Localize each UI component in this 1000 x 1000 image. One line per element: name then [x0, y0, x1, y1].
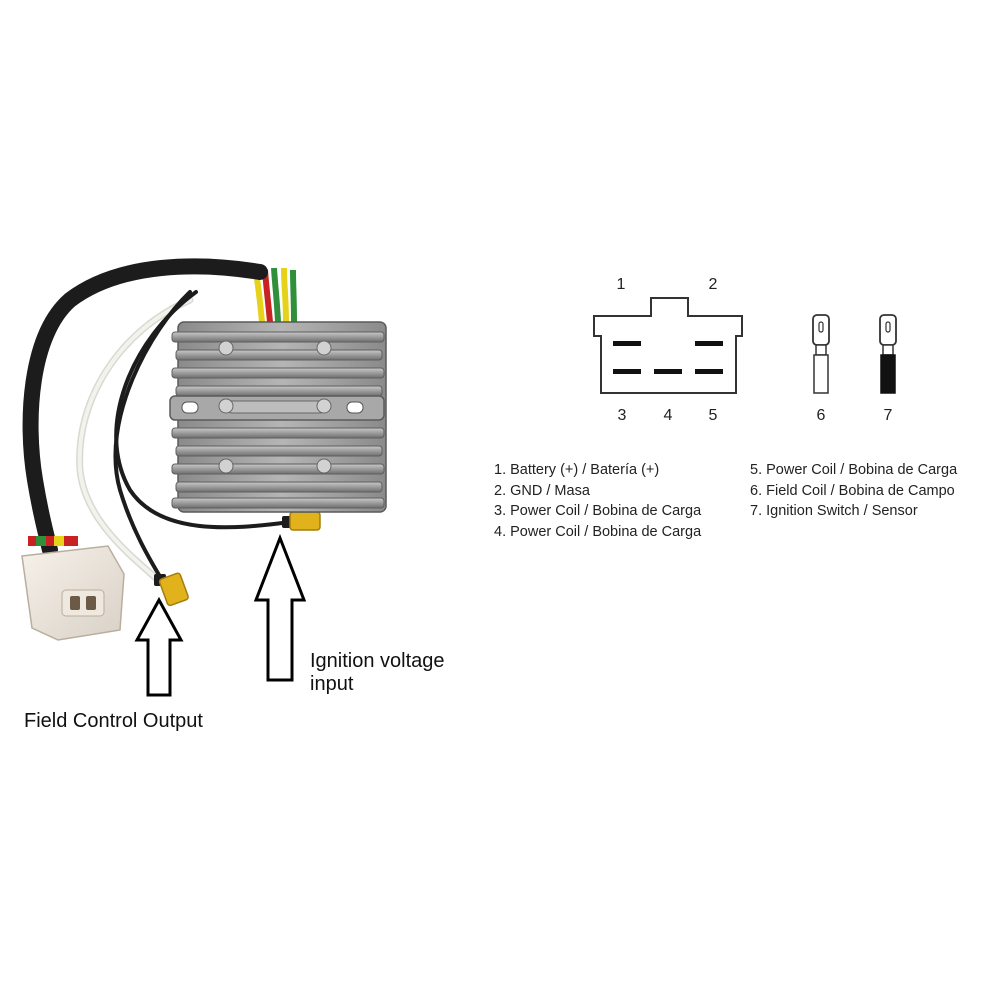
pin-label-2: 2 [709, 276, 718, 293]
heatsink-fin [171, 367, 385, 379]
heatsink-fin [171, 463, 385, 475]
heatsink-fin [175, 445, 383, 457]
legend-item-3: 3. Power Coil / Bobina de Carga [494, 503, 702, 519]
arrow-ignition [253, 533, 307, 682]
black-wire-ignition [114, 290, 292, 530]
regulator-unit [21, 258, 387, 641]
caption-ignition-voltage-input: Ignition voltage input [310, 650, 445, 696]
legend-left: 1. Battery (+) / Batería (+) 2. GND / Ma… [494, 460, 701, 542]
pin-3-slot [613, 369, 641, 374]
heatsink-fin [175, 385, 383, 397]
heatsink-fin [175, 349, 383, 361]
caption-ignition-line-1: Ignition voltage [310, 650, 445, 672]
main-cable [22, 258, 268, 558]
field-terminal [154, 572, 189, 607]
legend-item-2: 2. GND / Masa [494, 482, 590, 499]
pin-5-slot [695, 369, 723, 374]
heatsink-fin [171, 497, 385, 509]
legend-item-7: 7. Ignition Switch / Sensor [750, 503, 918, 519]
pin-label-3: 3 [618, 407, 627, 424]
heatsink-fin [171, 331, 385, 343]
legend-item-6: 6. Field Coil / Bobina de Campo [750, 482, 955, 499]
spade-terminal-7: 7 [879, 314, 897, 424]
pin-label-4: 4 [664, 407, 673, 424]
heatsink [169, 321, 387, 513]
arrow-field-control [134, 596, 184, 697]
ignition-terminal [282, 511, 321, 531]
pin-label-1: 1 [617, 276, 626, 293]
spade-terminal-6: 6 [812, 314, 830, 424]
caption-ignition-line-2: input [310, 673, 354, 695]
legend-item-1: 1. Battery (+) / Batería (+) [494, 462, 660, 478]
legend-item-5: 5. Power Coil / Bobina de Carga [750, 462, 958, 478]
heatsink-fin [171, 427, 385, 439]
pin-4-slot [654, 369, 682, 374]
pin-2-slot [695, 341, 723, 346]
legend-right: 5. Power Coil / Bobina de Carga 6. Field… [750, 460, 957, 522]
legend-item-4: 4. Power Coil / Bobina de Carga [494, 523, 702, 540]
pin-label-5: 5 [709, 407, 718, 424]
connector-pinout: 1 2 3 4 5 [593, 276, 743, 424]
pin-1-slot [613, 341, 641, 346]
terminal-label-7: 7 [884, 407, 893, 424]
caption-field-control-output: Field Control Output [24, 710, 203, 732]
heatsink-fin [175, 481, 383, 493]
terminal-label-6: 6 [817, 407, 826, 424]
connector-plug [21, 536, 125, 641]
